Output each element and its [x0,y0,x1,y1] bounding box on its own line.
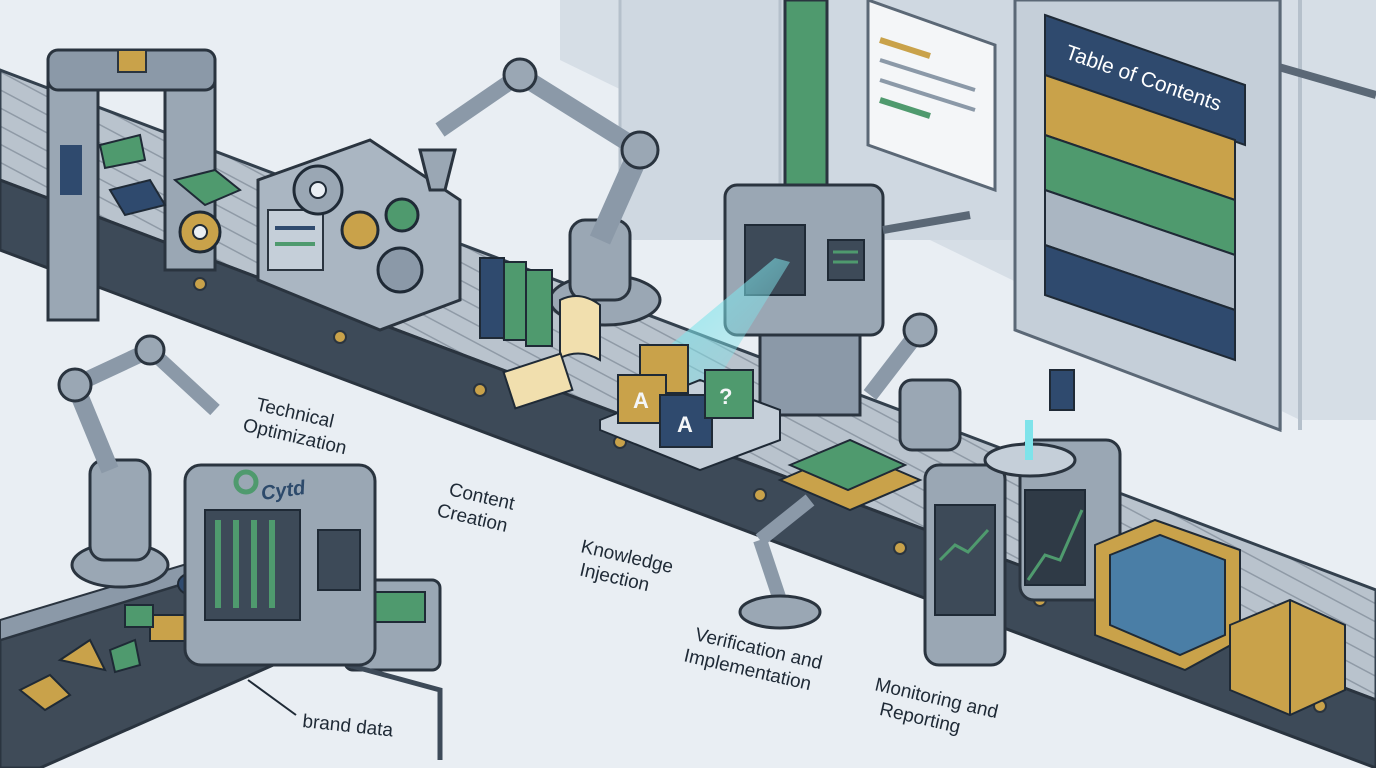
cube-letter: A [677,412,693,437]
robot-arm-top [418,57,662,327]
robot-arm-left [57,334,220,589]
cube-letters: A A ? [633,384,732,437]
output-products [1094,518,1346,717]
cube-letter: ? [719,384,732,409]
toc-panel [1013,0,1282,433]
gear-machine [256,138,462,332]
wall-board [866,0,997,193]
intake-machine [183,463,377,667]
verification-station [738,312,962,630]
entry-gate [46,48,242,322]
content-items [479,257,601,410]
cube-platform [599,344,781,472]
cube-letter: A [633,388,649,413]
